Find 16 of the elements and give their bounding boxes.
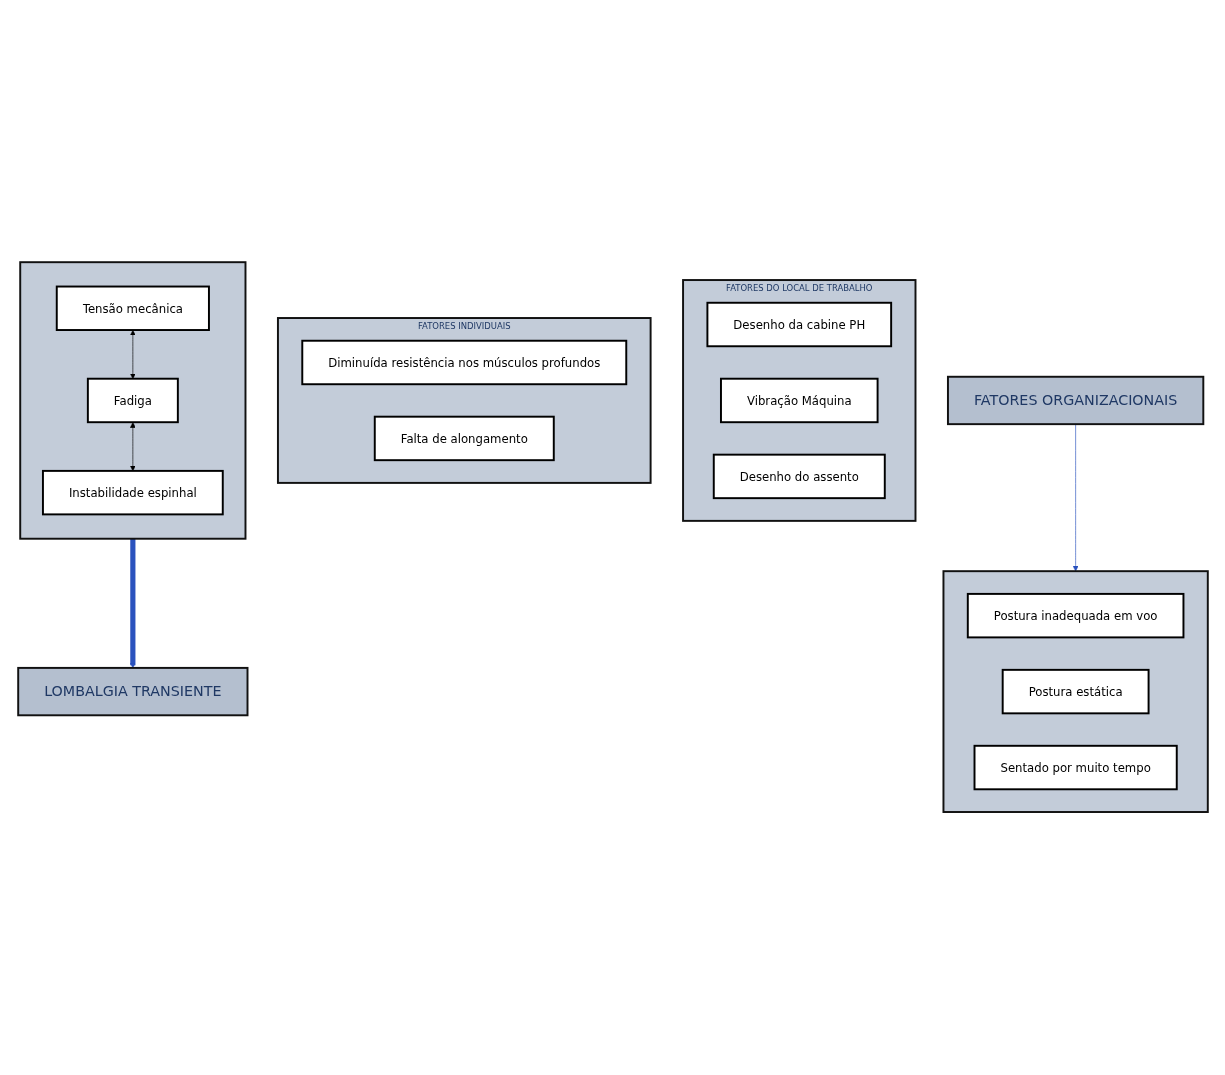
node-box: Vibração Máquina xyxy=(719,378,879,424)
node-box: LOMBALGIA TRANSIENTE xyxy=(16,667,248,717)
cluster xyxy=(942,570,1209,814)
node-box: FATORES ORGANIZACIONAIS xyxy=(946,376,1204,426)
node-box: Falta de alongamento xyxy=(373,416,555,462)
node-box: Instabilidade espinhal xyxy=(41,470,224,516)
node-box: Diminuída resistência nos músculos profundos xyxy=(300,340,627,386)
node-box: Postura estática xyxy=(1001,669,1150,715)
node-box: Fadiga xyxy=(86,378,179,424)
cluster xyxy=(18,261,246,541)
arrow xyxy=(129,539,136,669)
node-box: Sentado por muito tempo xyxy=(973,745,1178,791)
node-box: Desenho da cabine PH xyxy=(705,302,892,348)
node-box: Postura inadequada em voo xyxy=(966,593,1184,639)
node-box: Desenho do assento xyxy=(712,454,886,500)
node-box: Tensão mecânica xyxy=(55,285,210,332)
